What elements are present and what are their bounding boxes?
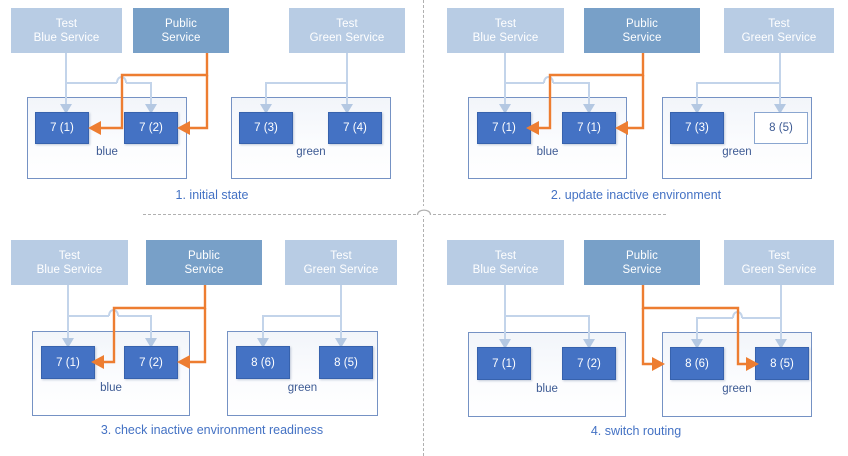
service-test-blue-service[interactable]: Test Blue Service [11,8,122,53]
service-label: Test Green Service [304,249,379,277]
test-routing-wires [499,53,786,114]
environment-label: blue [100,382,122,394]
service-label-line1: Test [58,249,81,262]
environment-label: blue [96,146,118,158]
instance-box[interactable]: 7 (1) [562,112,616,144]
panel-1: Test Blue Service Public Service Test Gr… [0,0,424,228]
service-label-line2: Service [161,31,201,44]
panel-4: Test Blue Service Public Service Test Gr… [424,228,848,456]
service-public-service[interactable]: Public Service [584,8,700,53]
instance-box[interactable]: 8 (6) [670,347,724,380]
instance-box[interactable]: 7 (1) [41,346,95,379]
service-label: Test Green Service [742,17,817,45]
instance-box[interactable]: 7 (2) [124,346,178,379]
panel-caption: 4. switch routing [590,424,682,438]
environment-label: green [296,146,326,158]
service-label: Test Green Service [742,249,817,277]
service-label-line1: Test [55,17,78,30]
service-label: Public Service [622,249,661,277]
service-test-green-service[interactable]: Test Green Service [724,8,834,53]
service-label-line1: Public [626,17,658,30]
panel-caption: 2. update inactive environment [550,188,722,202]
service-label-line2: Green Service [303,263,379,276]
service-label: Test Blue Service [473,249,539,277]
service-label-line2: Service [184,263,224,276]
service-label-line2: Green Service [741,31,817,44]
environment-label: blue [536,383,558,395]
vertical-divider [423,0,424,456]
service-public-service[interactable]: Public Service [133,8,229,53]
service-test-blue-service[interactable]: Test Blue Service [447,8,564,53]
service-label: Test Green Service [310,17,385,45]
service-public-service[interactable]: Public Service [146,240,262,285]
environment-label: green [722,383,752,395]
service-label: Test Blue Service [34,17,100,45]
service-label: Public Service [184,249,223,277]
instance-box[interactable]: 8 (5) [754,112,808,144]
instance-box[interactable]: 7 (3) [239,112,293,144]
service-label-line1: Public [626,249,658,262]
service-public-service[interactable]: Public Service [584,240,700,285]
service-label-line2: Blue Service [472,263,539,276]
instance-box[interactable]: 7 (3) [670,112,724,144]
service-label-line1: Test [768,249,790,262]
environment-label: green [287,382,318,394]
test-routing-wires [60,53,353,114]
service-label-line1: Test [768,17,790,30]
service-label-line2: Green Service [741,263,817,276]
service-label-line1: Test [330,249,352,262]
service-label: Public Service [622,17,661,45]
service-test-green-service[interactable]: Test Green Service [289,8,405,53]
horizontal-divider [143,214,666,215]
service-label-line2: Service [622,263,662,276]
instance-box[interactable]: 8 (6) [236,346,290,379]
instance-box[interactable]: 7 (1) [477,112,531,144]
instance-box[interactable]: 8 (5) [319,346,373,379]
service-label-line2: Blue Service [472,31,539,44]
panel-caption: 3. check inactive environment readiness [100,423,324,437]
test-routing-wires [62,285,347,348]
public-routing-wires [88,53,209,135]
instance-box[interactable]: 8 (5) [755,347,809,380]
service-label: Test Blue Service [37,249,103,277]
service-label: Public Service [161,17,200,45]
panel-2: Test Blue Service Public Service Test Gr… [424,0,848,228]
panel-caption: 1. initial state [175,188,249,202]
test-routing-wires [499,285,787,349]
environment-label: blue [536,146,559,158]
service-label-line1: Test [494,17,517,30]
public-routing-wires [91,285,207,369]
instance-box[interactable]: 7 (1) [35,112,89,144]
service-test-green-service[interactable]: Test Green Service [285,240,397,285]
divider-crossing-hop [416,206,432,216]
service-label: Test Blue Service [473,17,539,45]
public-routing-wires [641,285,759,371]
environment-label: green [722,146,752,158]
service-test-blue-service[interactable]: Test Blue Service [447,240,564,285]
service-label-line1: Public [165,17,197,30]
service-test-blue-service[interactable]: Test Blue Service [11,240,128,285]
service-label-line2: Blue Service [36,263,103,276]
service-label-line2: Green Service [309,31,385,44]
service-test-green-service[interactable]: Test Green Service [724,240,834,285]
service-label-line1: Test [336,17,358,30]
instance-box[interactable]: 7 (1) [477,347,531,380]
panel-3: Test Blue Service Public Service Test Gr… [0,228,424,456]
service-label-line1: Test [494,249,517,262]
service-label-line2: Service [622,31,662,44]
instance-box[interactable]: 7 (2) [562,347,616,380]
instance-box[interactable]: 7 (2) [124,112,178,144]
instance-box[interactable]: 7 (4) [328,112,382,144]
service-label-line1: Public [188,249,220,262]
service-label-line2: Blue Service [33,31,100,44]
public-routing-wires [526,53,645,135]
